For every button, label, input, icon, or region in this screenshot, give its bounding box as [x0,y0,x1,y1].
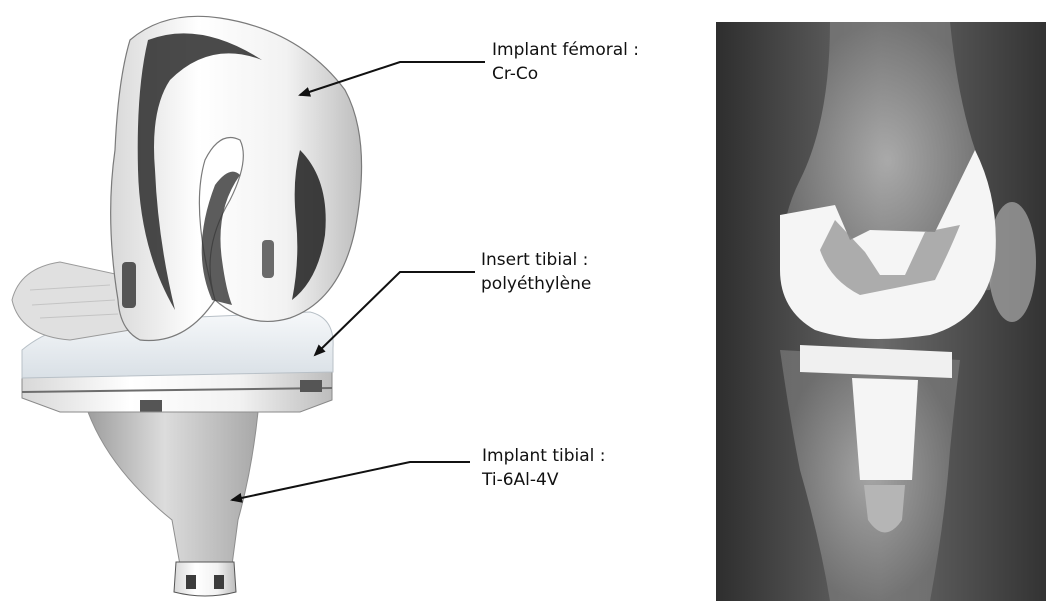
tibial-stem [88,412,258,565]
femoral-label: Implant fémoral : Cr-Co [492,38,639,86]
tibial-label: Implant tibial : Ti-6Al-4V [482,444,606,492]
xray-image [716,22,1046,601]
insert-label: Insert tibial : polyéthylène [481,248,591,296]
stem-tip [174,562,236,596]
tibial-arrow [232,462,470,500]
prosthesis-illustration [12,16,362,596]
patella [988,202,1036,322]
condyle-pad [12,262,130,340]
insert-label-title: Insert tibial : [481,248,591,272]
tibial-label-material: Ti-6Al-4V [482,468,606,492]
tibial-label-title: Implant tibial : [482,444,606,468]
insert-label-material: polyéthylène [481,272,591,296]
femoral-label-material: Cr-Co [492,62,639,86]
insert-arrow [315,272,475,355]
xray-tibial-stem [852,378,918,480]
femoral-label-title: Implant fémoral : [492,38,639,62]
